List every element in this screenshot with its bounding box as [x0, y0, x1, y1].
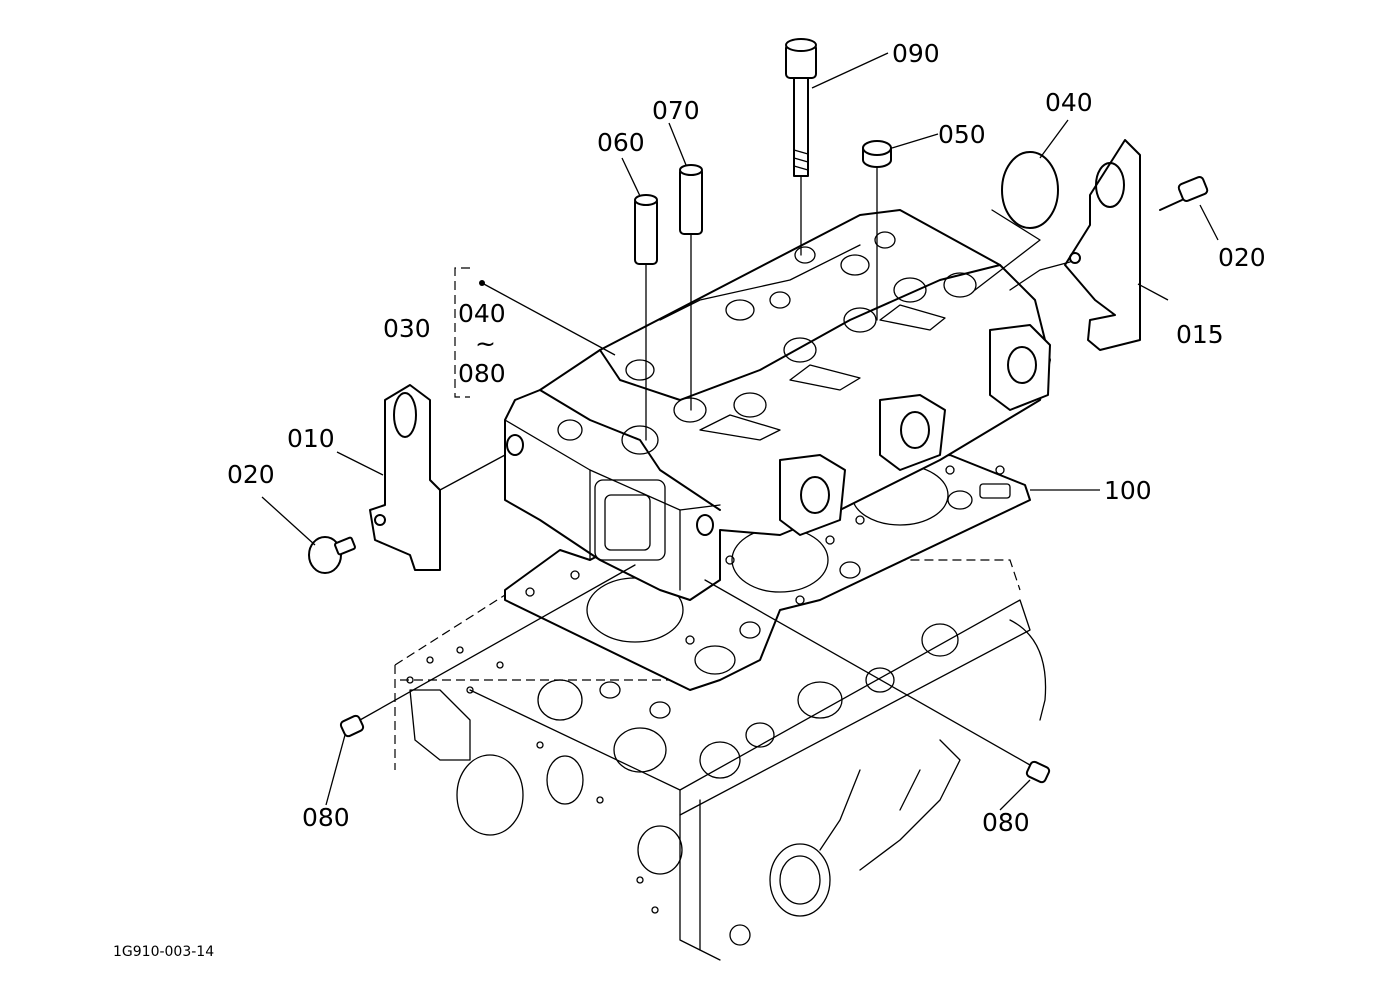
- callout-030: 030: [383, 314, 431, 343]
- bolt-020-left: [308, 536, 356, 574]
- callout-010: 010: [287, 424, 335, 453]
- callout-080-right: 080: [982, 808, 1030, 837]
- callout-100: 100: [1104, 476, 1152, 505]
- engine-hanger-015: [1009, 139, 1141, 351]
- head-bolt: [785, 38, 817, 256]
- engine-hanger-010: [369, 384, 506, 571]
- valve-guide-060: [634, 194, 658, 441]
- cylinder-head: [504, 209, 1051, 601]
- valve-guide-070: [679, 164, 703, 411]
- callout-020-left: 020: [227, 460, 275, 489]
- callout-group-040: 040: [458, 299, 506, 328]
- callout-015: 015: [1176, 320, 1224, 349]
- callout-070: 070: [652, 96, 700, 125]
- callout-020-right: 020: [1218, 243, 1266, 272]
- callout-060: 060: [597, 128, 645, 157]
- dowel-pin-080-left: [339, 564, 636, 738]
- callout-group-080: 080: [458, 359, 506, 388]
- group-bracket-030: [454, 267, 470, 398]
- leader-lines: [261, 52, 1219, 811]
- figure-id: 1G910-003-14: [113, 944, 214, 960]
- callout-080-left: 080: [302, 803, 350, 832]
- bolt-020-right: [1159, 175, 1209, 211]
- plug-040: [974, 151, 1059, 291]
- seal-050: [862, 140, 892, 321]
- engine-block-phantom: [394, 559, 1047, 961]
- callout-050: 050: [938, 120, 986, 149]
- callout-040: 040: [1045, 88, 1093, 117]
- callout-090: 090: [892, 39, 940, 68]
- dowel-pin-080-right: [704, 579, 1051, 784]
- callout-group-tilde: ~: [475, 329, 496, 358]
